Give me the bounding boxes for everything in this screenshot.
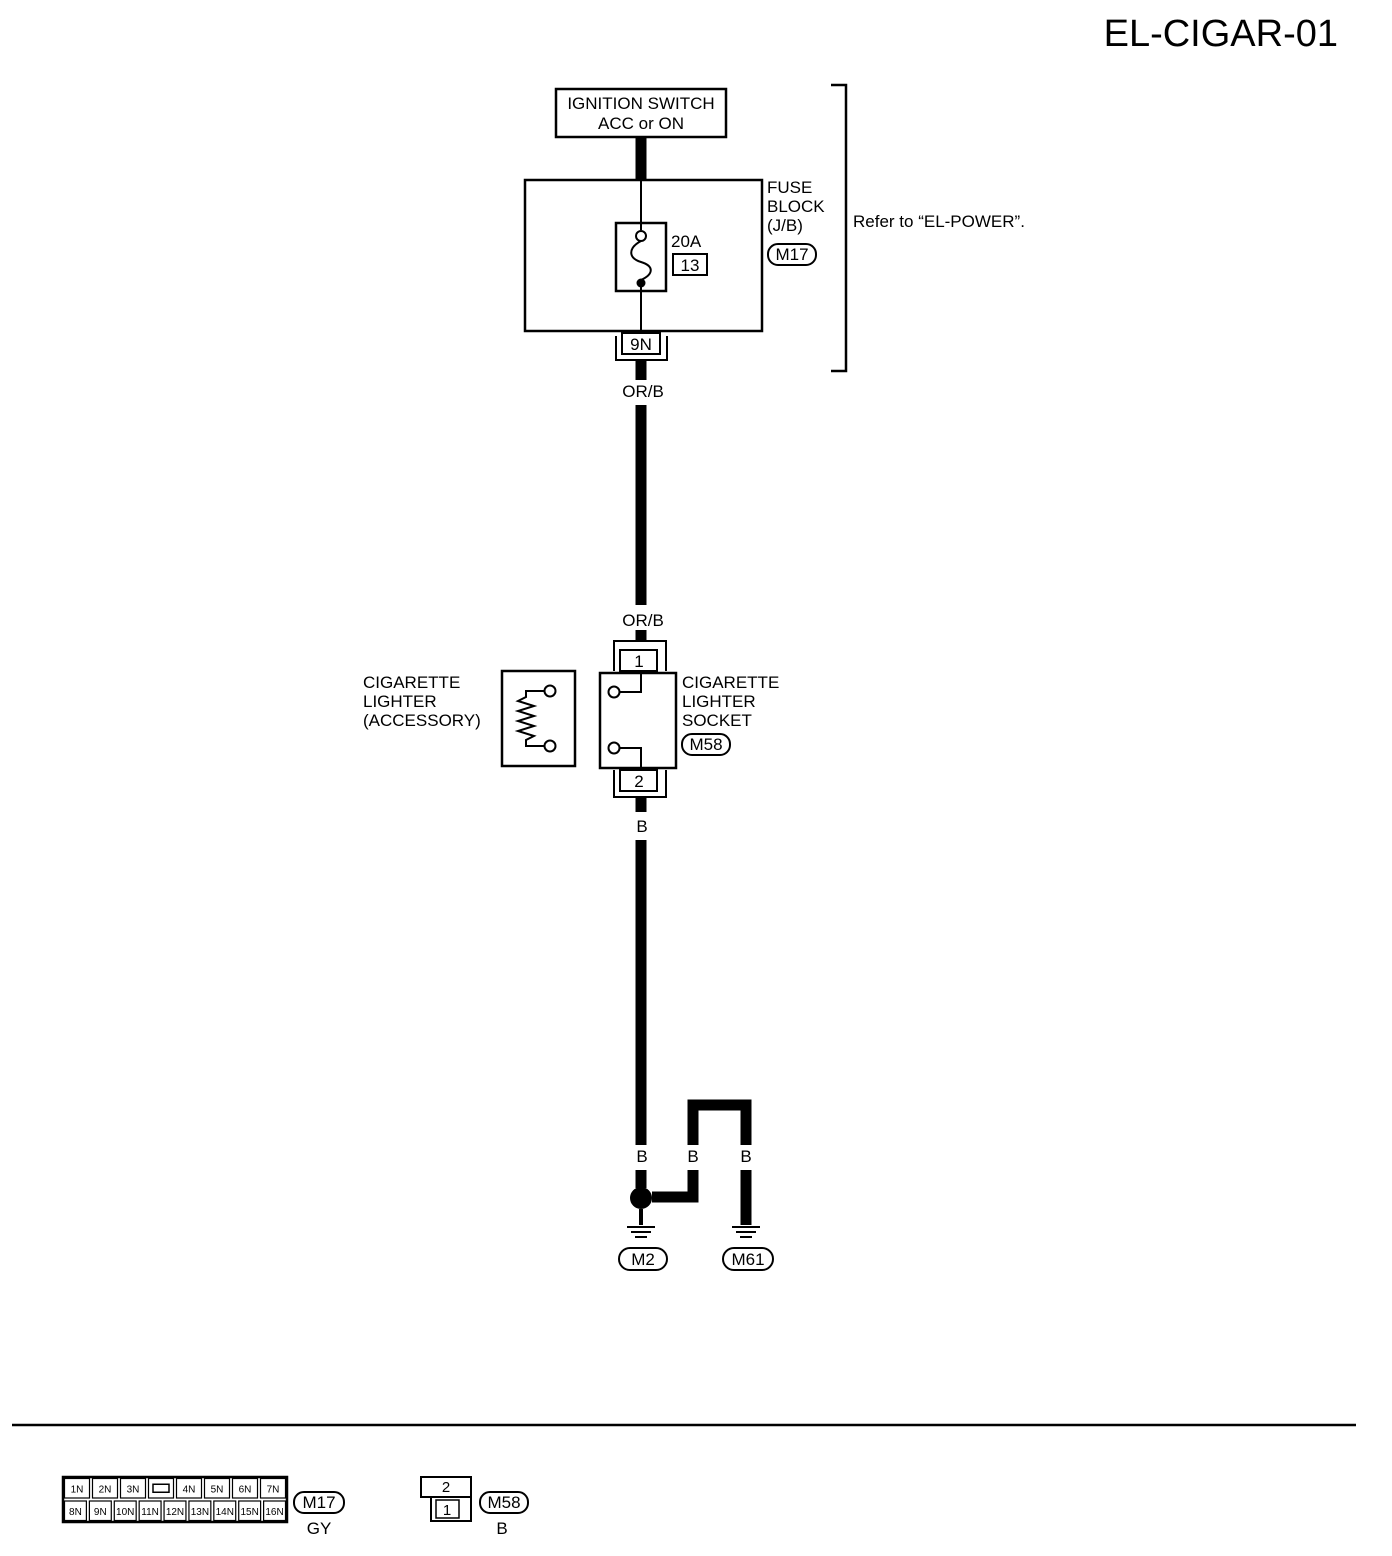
socket-connector-badge	[681, 733, 731, 756]
connector-pin	[188, 1500, 212, 1522]
ground-icon	[627, 1226, 655, 1238]
connector-pin	[88, 1500, 112, 1522]
socket-pin-2: 2	[634, 772, 643, 791]
refer-bracket	[831, 83, 848, 373]
connector-m17-face: 1N 2N 3N 4N 5N 6N 7N 8N 9N 10N 11N 12N 13N 14N 15N 16N	[61, 1475, 289, 1524]
legend-m58-pin-top: 2	[442, 1479, 450, 1496]
ground-m61-label: M61	[731, 1250, 764, 1269]
connector-pin	[213, 1500, 237, 1522]
connector-pin	[138, 1500, 162, 1522]
fuse-block-label-1: FUSE	[767, 178, 812, 197]
connector-pin	[259, 1477, 287, 1499]
wire-label-ground-socket: B	[636, 817, 647, 836]
socket-label-2: LIGHTER	[682, 692, 756, 711]
wire-label-power-bottom: OR/B	[622, 611, 664, 630]
wire-label-ground-b: B	[687, 1147, 698, 1166]
connector-pin-label: 2N	[99, 1484, 112, 1495]
socket-pin-1: 1	[634, 652, 643, 671]
legend-m58-color: B	[496, 1519, 507, 1538]
connector-pin	[91, 1477, 119, 1499]
connector-m58-face: 2 1	[420, 1476, 472, 1522]
accessory-label-2: LIGHTER	[363, 692, 437, 711]
ignition-label-1: IGNITION SWITCH	[567, 94, 714, 113]
connector-pin	[119, 1477, 147, 1499]
connector-pin-label: 6N	[239, 1484, 252, 1495]
legend-m17-badge	[293, 1491, 345, 1514]
fuse-connector-badge	[767, 243, 817, 266]
connector-key	[147, 1477, 175, 1499]
connector-pin	[113, 1500, 137, 1522]
legend-m58-pin-bottom: 1	[443, 1502, 451, 1519]
legend-m17-color: GY	[307, 1519, 332, 1538]
ground-m2-badge	[618, 1247, 668, 1271]
splice-point	[630, 1187, 652, 1209]
wire-label-ground-c: B	[740, 1147, 751, 1166]
fuse-block: 20A 13 FUSE BLOCK (J/B) M17	[523, 178, 825, 333]
refer-note: Refer to “EL-POWER”.	[853, 212, 1025, 231]
connector-key-slot	[152, 1483, 170, 1493]
connector-pin	[175, 1477, 203, 1499]
fuse-block-label-3: (J/B)	[767, 216, 803, 235]
connector-pin-label: 5N	[211, 1484, 224, 1495]
wire-ground-loop	[687, 1099, 752, 1145]
connector-pin-label: 15N	[240, 1507, 258, 1518]
ignition-switch: IGNITION SWITCH ACC or ON	[554, 87, 728, 139]
connector-pin	[238, 1500, 262, 1522]
connector-pin-label: 11N	[141, 1507, 159, 1518]
accessory-label-1: CIGARETTE	[363, 673, 460, 692]
connector-pin	[163, 1500, 187, 1522]
connector-pin-label: 13N	[191, 1507, 209, 1518]
socket-connector-label: M58	[689, 735, 722, 754]
accessory-label-3: (ACCESSORY)	[363, 711, 481, 730]
fuse-rating: 20A	[671, 232, 702, 251]
connector-pin	[263, 1500, 287, 1522]
connector-pin-label: 14N	[216, 1507, 234, 1518]
ground-m2-label: M2	[631, 1250, 655, 1269]
ignition-label-2: ACC or ON	[598, 114, 684, 133]
ground-m61-badge	[722, 1247, 774, 1271]
connector-pin-label: 8N	[69, 1507, 82, 1518]
connector-pin-label: 16N	[265, 1507, 283, 1518]
wire-label-power-top: OR/B	[622, 382, 664, 401]
wire-label-ground-a: B	[636, 1147, 647, 1166]
connector-pin-label: 12N	[166, 1507, 184, 1518]
lighter-socket: 1 2 CIGARETTE LIGHTER SOCKET M58	[598, 640, 779, 798]
connector-pin	[63, 1500, 87, 1522]
connector-pin-label: 9N	[94, 1507, 107, 1518]
connector-pin	[203, 1477, 231, 1499]
legend-m58-label: M58	[487, 1493, 520, 1512]
socket-label-1: CIGARETTE	[682, 673, 779, 692]
connector-pin-label: 4N	[183, 1484, 196, 1495]
heating-element-icon	[514, 690, 544, 747]
fuse-connector-label: M17	[775, 245, 808, 264]
terminal-9n: 9N	[615, 332, 668, 361]
connector-pin-label: 3N	[127, 1484, 140, 1495]
connector-pin-label: 10N	[116, 1507, 134, 1518]
connector-pin-label: 1N	[71, 1484, 84, 1495]
fuse-number: 13	[681, 256, 700, 275]
connector-pin	[231, 1477, 259, 1499]
connector-pin-label: 7N	[267, 1484, 280, 1495]
page-id: EL-CIGAR-01	[1104, 13, 1338, 55]
terminal-9n-label: 9N	[630, 335, 652, 354]
legend-m58-badge	[479, 1491, 529, 1514]
fuse-block-label-2: BLOCK	[767, 197, 825, 216]
socket-label-3: SOCKET	[682, 711, 752, 730]
legend-m17-label: M17	[302, 1493, 335, 1512]
ground-icon	[732, 1226, 760, 1238]
connector-pin	[63, 1477, 91, 1499]
lighter-accessory: CIGARETTE LIGHTER (ACCESSORY)	[363, 669, 577, 768]
